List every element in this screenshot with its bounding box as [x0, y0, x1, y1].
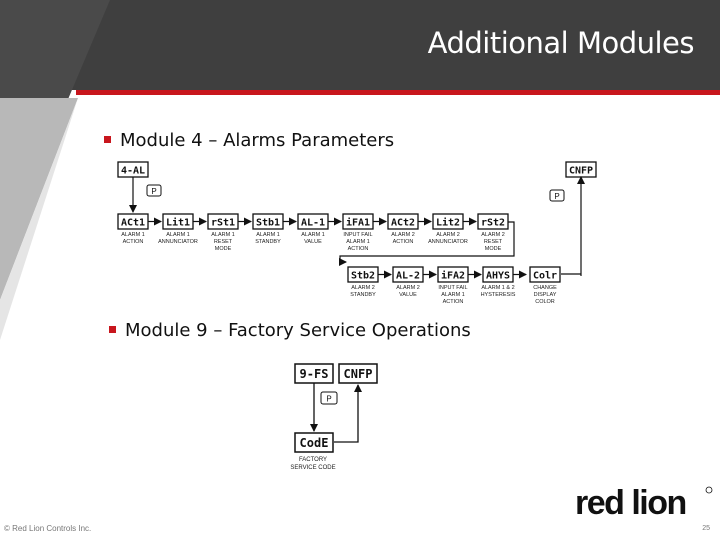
param-code: iFA2 [441, 270, 465, 282]
param-desc-line2: ANNUNCIATOR [158, 239, 198, 245]
param-box-colr: Colr CHANGE DISPLAY COLOR [529, 266, 561, 305]
module9-code: CodE [300, 436, 329, 450]
param-desc-line2: VALUE [304, 239, 322, 245]
param-code: Lit2 [436, 217, 460, 229]
param-desc-line1: CHANGE [533, 285, 557, 291]
param-desc-line1: ALARM 2 [481, 232, 505, 238]
param-desc-line1: INPUT FAIL [438, 285, 467, 291]
param-code: AHYS [486, 271, 510, 282]
param-desc-line1: ALARM 1 [166, 232, 190, 238]
module4-diagram: 4-AL CNFP P P ACt1 ALARM 1 ACTION [117, 161, 597, 305]
param-code: rSt2 [481, 218, 505, 229]
page-title: Additional Modules [427, 26, 695, 60]
bullet-square-icon [104, 135, 111, 143]
module9-desc-line2: SERVICE CODE [290, 465, 335, 471]
p-key-icon [146, 184, 162, 197]
param-desc-line1: ALARM 1 [121, 232, 145, 238]
param-desc-line2: VALUE [399, 292, 417, 298]
left-decoration [0, 0, 110, 340]
param-box-ifa2: iFA2 INPUT FAIL ALARM 1 ACTION [437, 266, 469, 305]
accent-bar [76, 90, 720, 95]
p-key-icon [320, 391, 338, 405]
param-desc-line2: ANNUNCIATOR [428, 239, 468, 245]
param-code: Colr [533, 271, 557, 282]
param-code: AL-1 [301, 218, 325, 229]
red-lion-logo: red lion [575, 484, 713, 522]
page-number: 25 [702, 525, 710, 532]
module4-start-code: 4-AL [121, 166, 145, 177]
module4-row2: Stb2 ALARM 2 STANDBY AL-2 ALARM 2 VALUE … [347, 266, 561, 305]
param-desc-line2: STANDBY [255, 239, 281, 245]
param-desc-line2: ALARM 1 [346, 239, 370, 245]
module9-end-code: CNFP [344, 367, 373, 381]
registered-mark-icon [705, 486, 713, 494]
param-desc-line1: ALARM 1 [256, 232, 280, 238]
param-desc-line2: ACTION [123, 239, 144, 245]
param-desc-line1: ALARM 1 [211, 232, 235, 238]
param-box-act2: ACt2 ALARM 2 ACTION [387, 213, 419, 245]
param-code: Stb2 [351, 271, 375, 282]
section-heading-module9: Module 9 – Factory Service Operations [109, 320, 471, 341]
param-box-stb1: Stb1 ALARM 1 STANDBY [252, 213, 284, 245]
param-code: iFA1 [346, 217, 370, 229]
param-desc-line2: STANDBY [350, 292, 376, 298]
param-desc-line1: ALARM 2 [351, 285, 375, 291]
logo-text: red lion [575, 484, 686, 522]
p-key-label: P [151, 187, 156, 196]
param-code: ACt2 [391, 218, 415, 229]
param-code: ACt1 [121, 218, 145, 229]
p-key-icon [549, 189, 565, 202]
param-desc-line1: ALARM 1 & 2 [481, 285, 514, 291]
param-desc-line1: ALARM 2 [396, 285, 420, 291]
param-code: rSt1 [211, 218, 235, 229]
param-box-al1: AL-1 ALARM 1 VALUE [297, 213, 329, 245]
section-heading-module4: Module 4 – Alarms Parameters [104, 130, 394, 151]
module9-code-box [294, 432, 334, 453]
param-desc-line3: ACTION [443, 299, 464, 305]
module9-end-box [338, 363, 378, 384]
param-desc-line3: COLOR [535, 299, 555, 305]
module9-start-code: 9-FS [300, 367, 329, 381]
param-box-ahys: AHYS ALARM 1 & 2 HYSTERESIS [481, 266, 516, 298]
param-code: AL-2 [396, 271, 420, 282]
param-box-lit1: Lit1 ALARM 1 ANNUNCIATOR [158, 213, 198, 245]
footer-copyright: © Red Lion Controls Inc. [4, 524, 92, 533]
param-desc-line2: ALARM 1 [441, 292, 465, 298]
module4-row1: ACt1 ALARM 1 ACTION Lit1 ALARM 1 ANNUNCI… [117, 213, 509, 252]
param-box-al2: AL-2 ALARM 2 VALUE [392, 266, 424, 298]
param-box-rst2: rSt2 ALARM 2 RESET MODE [477, 213, 509, 252]
param-desc-line2: ACTION [393, 239, 414, 245]
param-box-ifa1: iFA1 INPUT FAIL ALARM 1 ACTION [342, 213, 374, 252]
section-heading-module4-text: Module 4 – Alarms Parameters [120, 130, 395, 151]
p-key-label: P [326, 395, 331, 404]
header-bar [0, 0, 720, 90]
param-code: Stb1 [256, 218, 280, 229]
param-desc-line2: RESET [484, 239, 503, 245]
module9-desc-line1: FACTORY [299, 457, 327, 463]
param-desc-line3: MODE [215, 246, 232, 252]
connector-line [339, 221, 515, 266]
module4-end-code: CNFP [569, 166, 593, 177]
module9-diagram: 9-FS CNFP P CodE FACTORY SERVICE CODE [290, 363, 378, 471]
param-desc-line1: INPUT FAIL [343, 232, 372, 238]
param-box-rst1: rSt1 ALARM 1 RESET MODE [207, 213, 239, 252]
bullet-square-icon [109, 325, 116, 333]
connector-line [334, 384, 362, 443]
param-desc-line2: HYSTERESIS [481, 292, 516, 298]
param-desc-line1: ALARM 2 [391, 232, 415, 238]
param-box-stb2: Stb2 ALARM 2 STANDBY [347, 266, 379, 298]
section-heading-module9-text: Module 9 – Factory Service Operations [125, 320, 471, 341]
param-code: Lit1 [166, 217, 190, 229]
param-desc-line1: ALARM 2 [436, 232, 460, 238]
param-box-lit2: Lit2 ALARM 2 ANNUNCIATOR [428, 213, 468, 245]
param-desc-line3: ACTION [348, 246, 369, 252]
param-box-act1: ACt1 ALARM 1 ACTION [117, 213, 149, 245]
param-desc-line3: MODE [485, 246, 502, 252]
p-key-label: P [554, 192, 559, 201]
param-desc-line2: DISPLAY [534, 292, 557, 298]
param-desc-line1: ALARM 1 [301, 232, 325, 238]
param-desc-line2: RESET [214, 239, 233, 245]
